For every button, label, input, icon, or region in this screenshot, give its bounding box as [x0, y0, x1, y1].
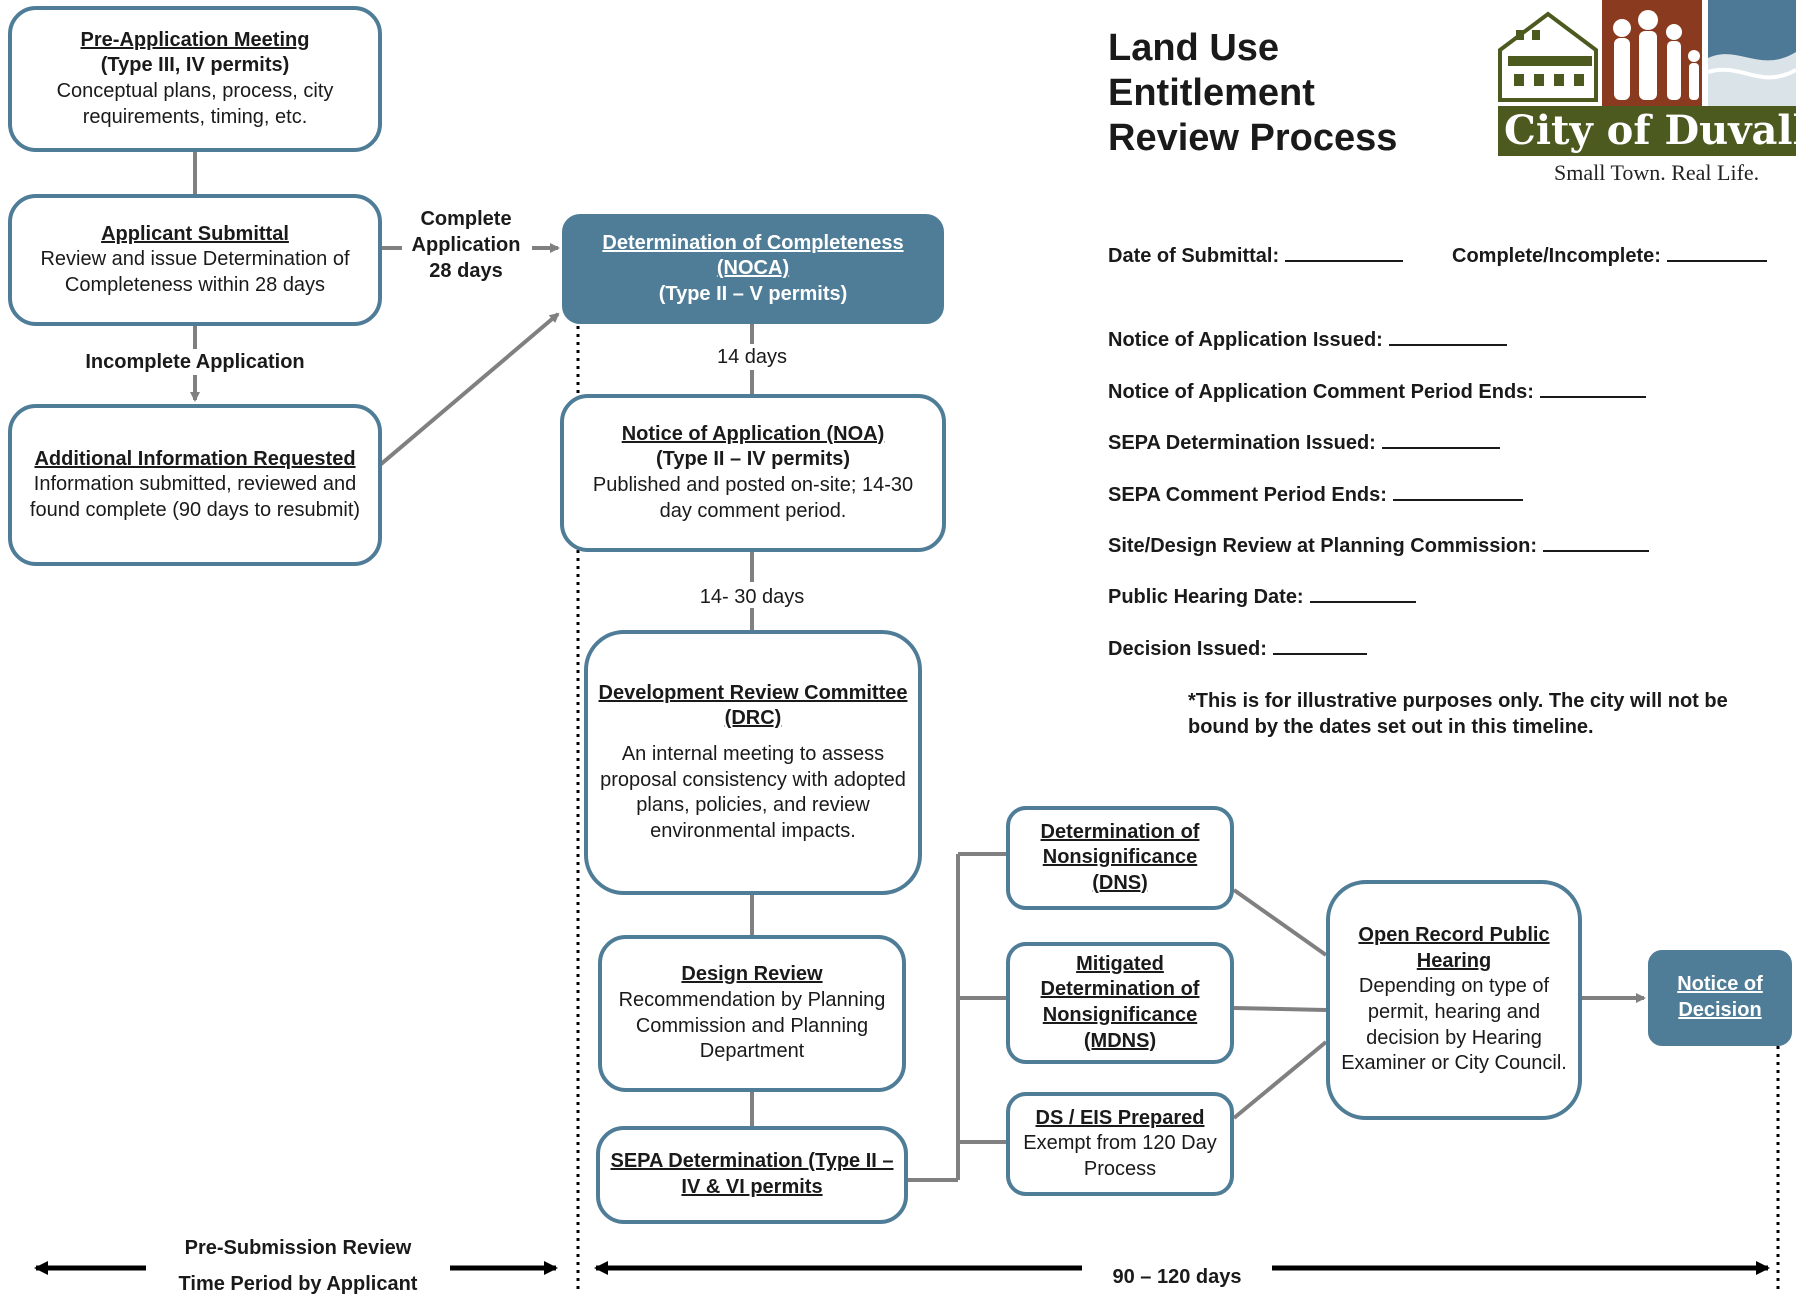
blank-line[interactable] [1381, 429, 1500, 449]
city-logo: City of Duvall Small Town. Real Life. [1498, 0, 1796, 190]
sepa-determination-box: SEPA Determination (Type II – IV & VI pe… [596, 1126, 908, 1224]
notice-of-decision-box: Notice of Decision [1648, 950, 1792, 1046]
ds-eis-box: DS / EIS Prepared Exempt from 120 Day Pr… [1006, 1092, 1234, 1196]
city-emblem-icon [1498, 0, 1796, 106]
field-public-hearing-date: Public Hearing Date: [1108, 583, 1416, 609]
field-noa-issued: Notice of Application Issued: [1108, 326, 1507, 352]
city-logo-name: City of Duvall [1498, 106, 1796, 156]
mdns-box: Mitigated Determination of Nonsignifican… [1006, 942, 1234, 1064]
blank-line[interactable] [1285, 242, 1404, 262]
additional-information-box: Additional Information Requested Informa… [8, 404, 382, 566]
incomplete-application-label: Incomplete Application [40, 349, 350, 375]
blank-line[interactable] [1272, 635, 1367, 655]
blank-line[interactable] [1539, 378, 1646, 398]
development-review-committee-box: Development Review Committee (DRC) An in… [584, 630, 922, 895]
field-complete-incomplete: Complete/Incomplete: [1452, 242, 1767, 268]
fourteen-days-label: 14 days [716, 346, 788, 368]
page-title: Land Use Entitlement Review Process [1108, 27, 1398, 159]
field-site-design-review: Site/Design Review at Planning Commissio… [1108, 532, 1649, 558]
dns-box: Determination of Nonsignificance (DNS) [1006, 806, 1234, 910]
ninety-to-120-days-label: 90 – 120 days [1112, 1266, 1242, 1288]
blank-line[interactable] [1392, 481, 1523, 501]
blank-line[interactable] [1542, 532, 1649, 552]
applicant-submittal-box: Applicant Submittal Review and issue Det… [8, 194, 382, 326]
complete-application-label: Complete Application 28 days [411, 208, 521, 282]
field-decision-issued: Decision Issued: [1108, 635, 1367, 661]
field-date-of-submittal: Date of Submittal: [1108, 242, 1404, 268]
design-review-box: Design Review Recommendation by Planning… [598, 935, 906, 1092]
field-sepa-issued: SEPA Determination Issued: [1108, 429, 1500, 455]
notice-of-application-box: Notice of Application (NOA) (Type II – I… [560, 394, 946, 552]
pre-application-meeting-box: Pre-Application Meeting (Type III, IV pe… [8, 6, 382, 152]
city-logo-tagline: Small Town. Real Life. [1554, 160, 1760, 185]
field-noa-comment-ends: Notice of Application Comment Period End… [1108, 378, 1646, 404]
noca-box: Determination of Completeness (NOCA) (Ty… [562, 214, 944, 324]
field-sepa-comment-ends: SEPA Comment Period Ends: [1108, 481, 1523, 507]
blank-line[interactable] [1388, 326, 1507, 346]
blank-line[interactable] [1309, 583, 1416, 603]
blank-line[interactable] [1666, 242, 1767, 262]
pre-submission-label: Pre-Submission Review Time Period by App… [178, 1237, 418, 1295]
open-record-public-hearing-box: Open Record Public Hearing Depending on … [1326, 880, 1582, 1120]
fourteen-thirty-days-label: 14- 30 days [699, 586, 805, 608]
disclaimer-note: *This is for illustrative purposes only.… [1188, 690, 1728, 738]
